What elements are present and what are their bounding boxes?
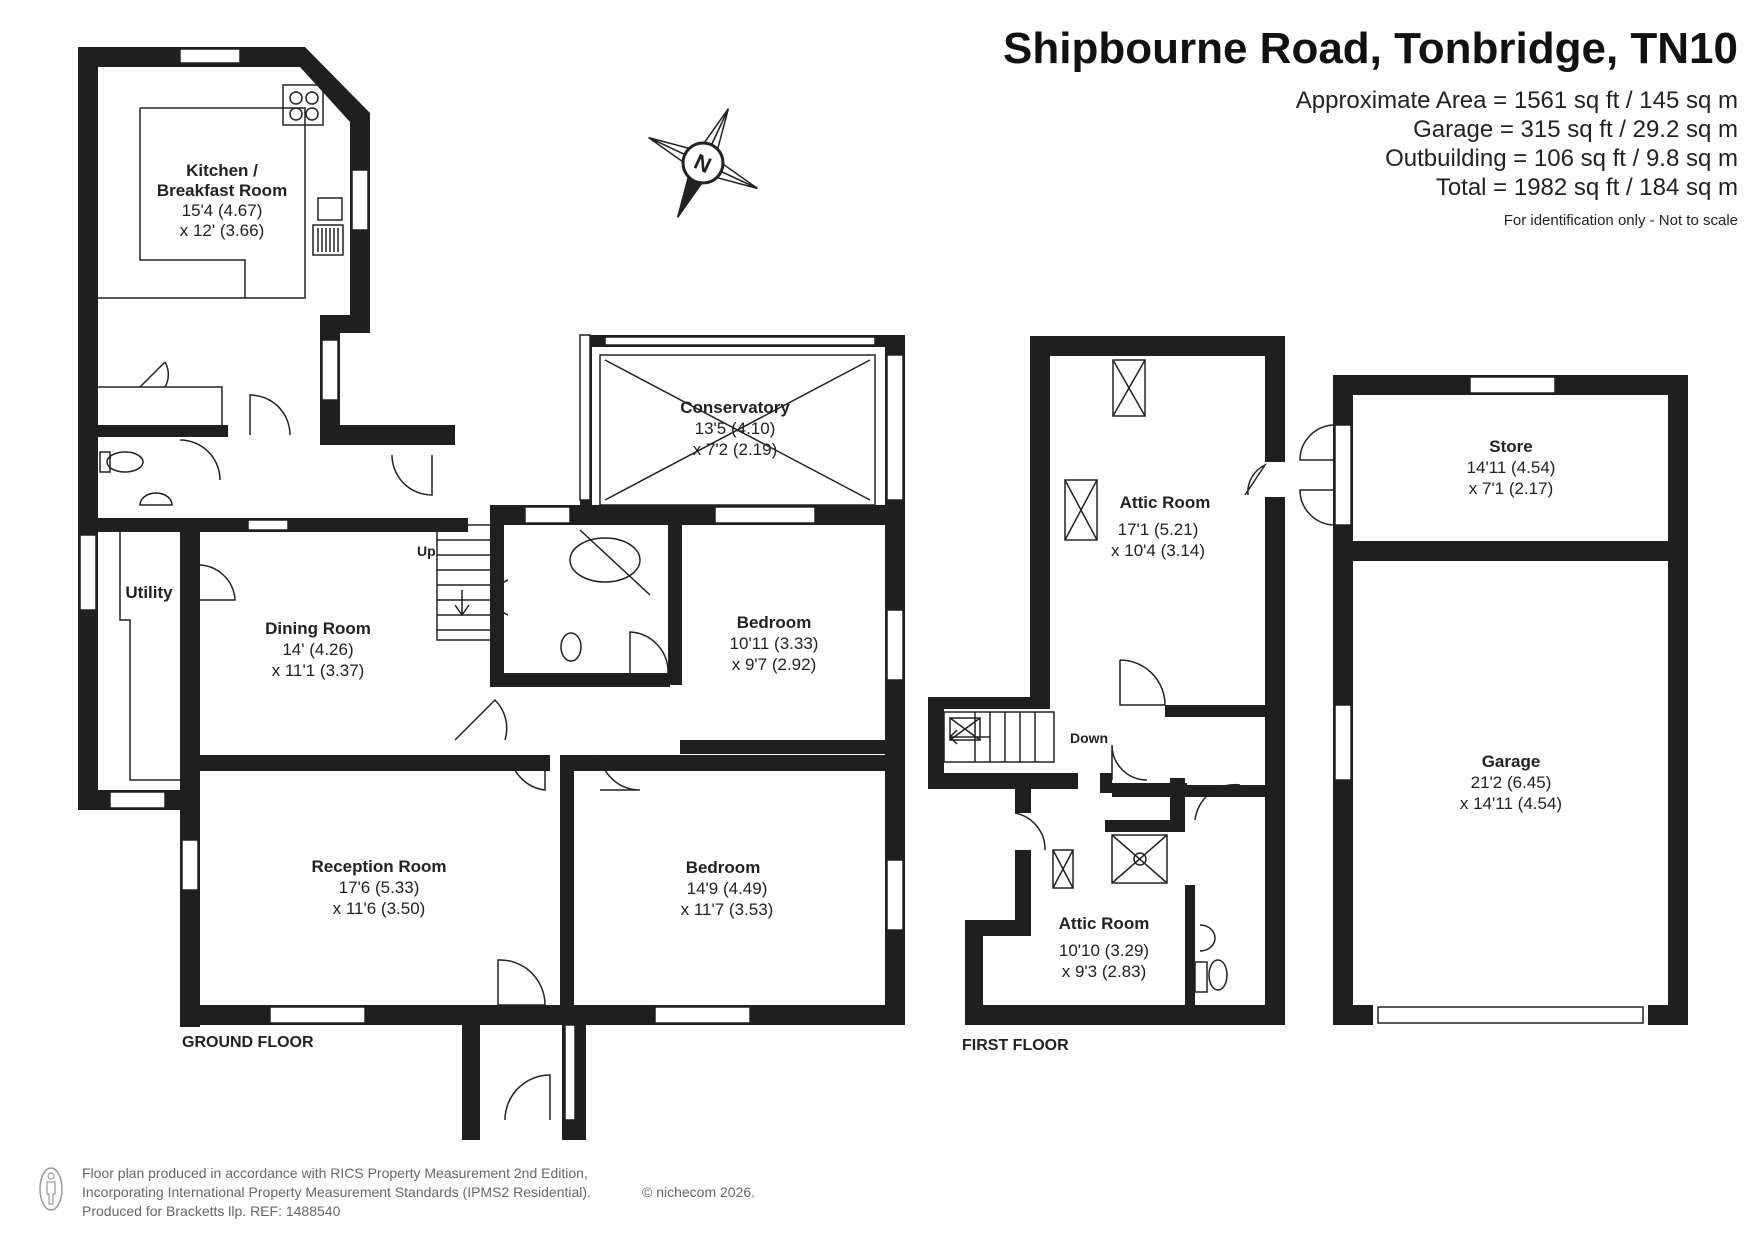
ground-floor-windows	[79, 48, 904, 1121]
attic2-dim-1: 10'10 (3.29)	[1059, 941, 1149, 960]
garage-name: Garage	[1482, 752, 1541, 771]
bedroom1-name: Bedroom	[737, 613, 812, 632]
area-line-approximate: Approximate Area = 1561 sq ft / 145 sq m	[1295, 87, 1738, 114]
dining-dim-2: x 11'1 (3.37)	[272, 661, 365, 680]
bedroom1-dim-1: 10'11 (3.33)	[730, 634, 819, 653]
store-name: Store	[1489, 437, 1532, 456]
stairs-down-label: Down	[1070, 730, 1108, 746]
footer-line-1: Floor plan produced in accordance with R…	[82, 1165, 588, 1181]
person-scale-icon	[39, 1167, 63, 1211]
footer-line-2: Incorporating International Property Mea…	[82, 1184, 591, 1200]
bedroom2-dim-2: x 11'7 (3.53)	[681, 900, 774, 919]
ground-floor-label: GROUND FLOOR	[182, 1034, 314, 1051]
area-summary: Approximate Area = 1561 sq ft / 145 sq m…	[1296, 86, 1738, 202]
footer: Floor plan produced in accordance with R…	[82, 1164, 755, 1221]
conservatory-name: Conservatory	[680, 398, 790, 417]
attic1-dim-2: x 10'4 (3.14)	[1111, 541, 1205, 560]
first-floor-fixtures	[943, 359, 1268, 993]
attic1-name: Attic Room	[1120, 493, 1211, 512]
area-line-garage: Garage = 315 sq ft / 29.2 sq m	[1413, 116, 1738, 143]
reception-dim-1: 17'6 (5.33)	[339, 878, 420, 897]
area-line-outbuilding: Outbuilding = 106 sq ft / 9.8 sq m	[1385, 145, 1738, 172]
compass-icon: N	[648, 108, 758, 218]
garage-dim-1: 21'2 (6.45)	[1471, 773, 1552, 792]
stairs-up-label: Up	[417, 543, 436, 559]
bedroom2-name: Bedroom	[686, 858, 761, 877]
attic2-name: Attic Room	[1059, 914, 1150, 933]
identification-note: For identification only - Not to scale	[1503, 212, 1738, 229]
utility-name: Utility	[125, 583, 173, 602]
dining-name: Dining Room	[265, 619, 371, 638]
ground-floor-fixtures	[98, 84, 876, 1121]
property-title: Shipbourne Road, Tonbridge, TN10	[1003, 24, 1738, 73]
kitchen-name-1: Kitchen /	[186, 161, 258, 180]
kitchen-dim-1: 15'4 (4.67)	[182, 201, 263, 220]
room-labels: Kitchen / Breakfast Room 15'4 (4.67) x 1…	[125, 161, 1562, 981]
store-dim-1: 14'11 (4.54)	[1467, 458, 1556, 477]
conservatory-dim-1: 13'5 (4.10)	[695, 419, 776, 438]
reception-dim-2: x 11'6 (3.50)	[333, 899, 426, 918]
attic1-dim-1: 17'1 (5.21)	[1118, 520, 1199, 539]
bedroom2-dim-1: 14'9 (4.49)	[687, 879, 768, 898]
kitchen-name-2: Breakfast Room	[157, 181, 287, 200]
first-floor-walls	[928, 336, 1285, 1025]
dining-dim-1: 14' (4.26)	[282, 640, 353, 659]
area-line-total: Total = 1982 sq ft / 184 sq m	[1435, 174, 1738, 201]
footer-copyright: © nichecom 2026.	[642, 1184, 756, 1200]
kitchen-dim-2: x 12' (3.66)	[180, 221, 265, 240]
reception-name: Reception Room	[311, 857, 446, 876]
outbuilding-walls	[1299, 375, 1688, 1025]
footer-line-3: Produced for Bracketts llp. REF: 1488540	[82, 1203, 341, 1219]
attic2-dim-2: x 9'3 (2.83)	[1062, 962, 1147, 981]
bedroom1-dim-2: x 9'7 (2.92)	[732, 655, 817, 674]
store-dim-2: x 7'1 (2.17)	[1469, 479, 1554, 498]
first-floor-label: FIRST FLOOR	[962, 1037, 1069, 1054]
conservatory-dim-2: x 7'2 (2.19)	[693, 440, 778, 459]
garage-dim-2: x 14'11 (4.54)	[1460, 794, 1562, 813]
